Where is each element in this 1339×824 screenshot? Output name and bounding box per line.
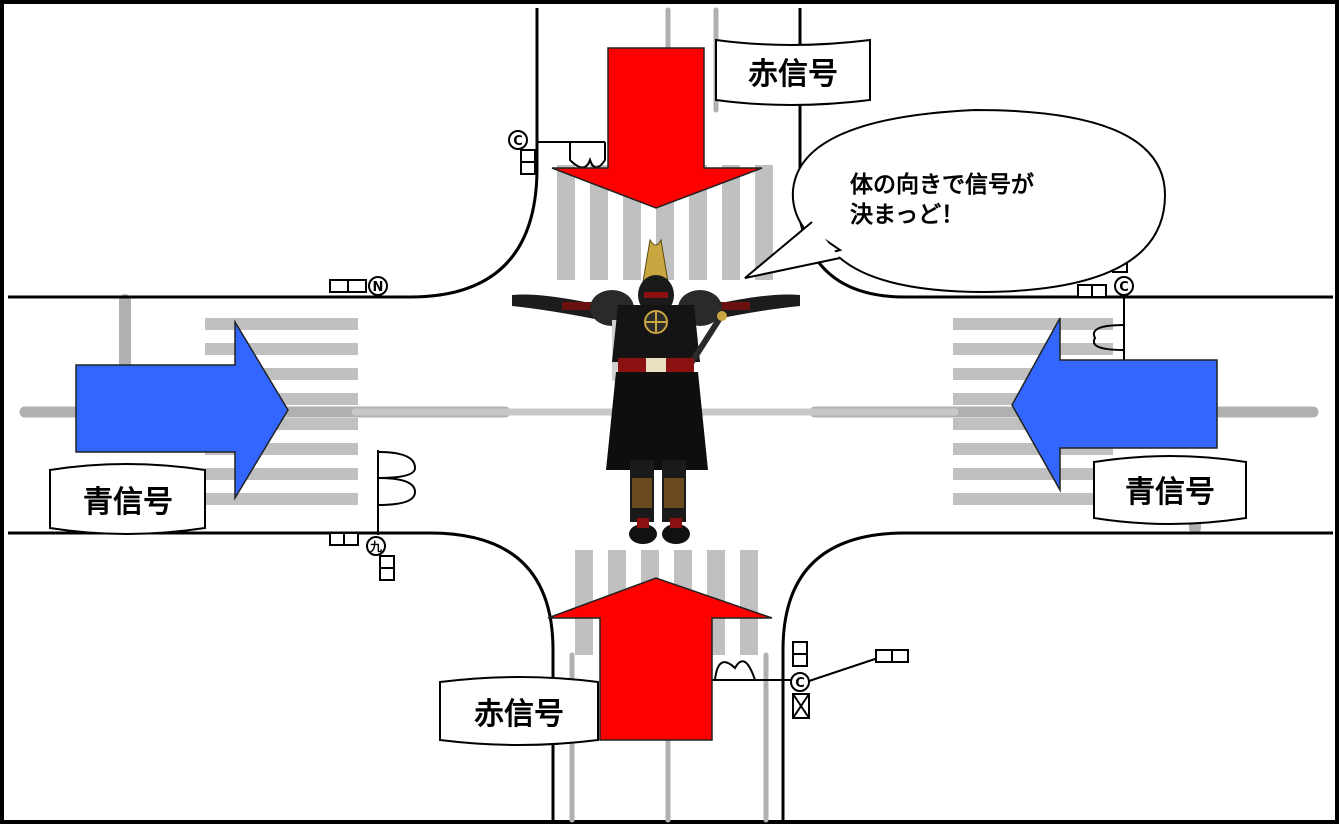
speech-line-2: 決まっど！ [850,202,964,228]
label-blue-left-text: 青信号 [83,485,173,520]
marker-c-top-label: C [513,134,523,149]
armored-figure-image [512,238,800,544]
road-edges [8,8,1333,820]
marker-kyu: 九 [366,536,386,556]
label-red-top: 赤信号 [715,38,871,106]
marker-c-right: C [1114,276,1134,296]
marker-c-top: C [508,130,528,150]
label-red-bottom: 赤信号 [439,676,599,746]
blue-arrow-right [75,319,289,501]
marker-c-bottom-label: C [795,676,805,691]
label-red-bottom-text: 赤信号 [474,697,564,732]
red-arrow-down [551,47,763,209]
marker-n-label: N [373,280,384,295]
blue-arrow-left [1011,317,1218,493]
red-arrow-up [547,577,773,741]
label-blue-left: 青信号 [49,463,206,535]
label-blue-right: 青信号 [1093,455,1247,525]
marker-c-right-label: C [1119,280,1129,295]
label-blue-right-text: 青信号 [1125,475,1215,510]
marker-n: N [368,276,388,296]
marker-kyu-label: 九 [369,539,382,554]
marker-c-bottom: C [790,672,810,692]
speech-line-1: 体の向きで信号が [850,171,1034,198]
label-red-top-text: 赤信号 [748,57,838,92]
